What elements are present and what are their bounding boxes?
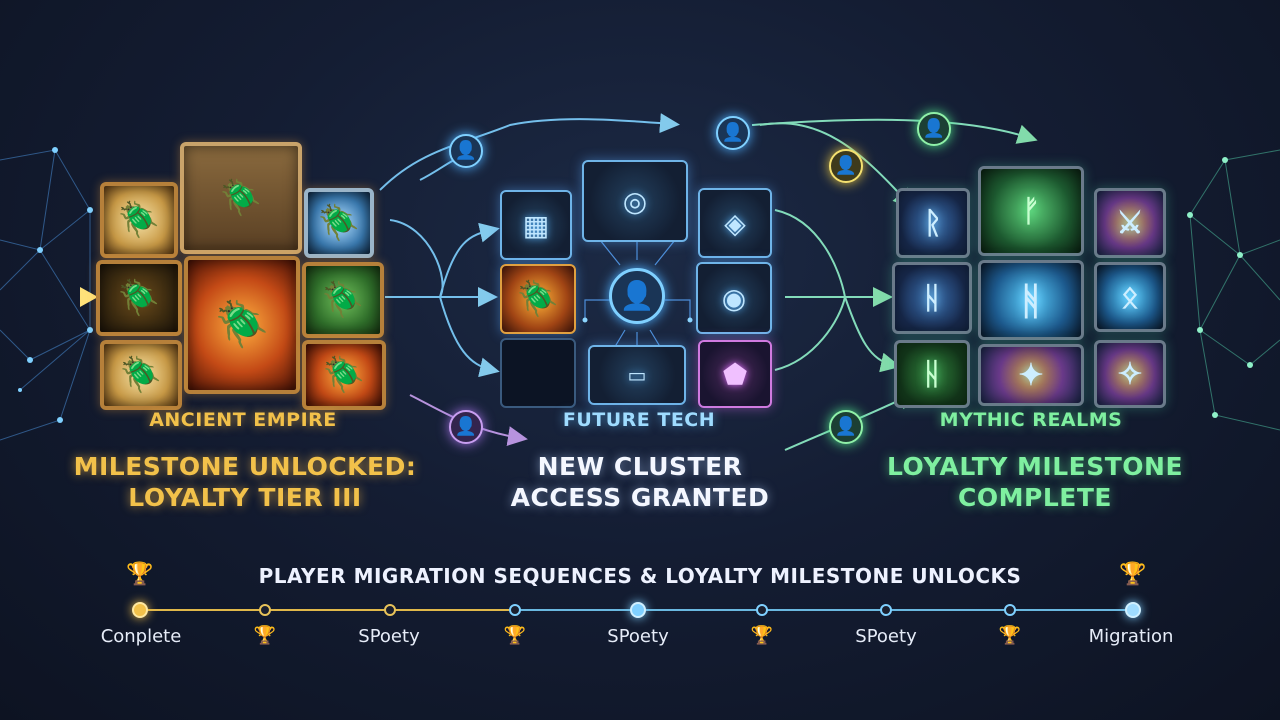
user-icon[interactable]: 👤 bbox=[829, 149, 863, 183]
rune-tile-center[interactable]: ᚻ bbox=[978, 260, 1084, 340]
user-icon[interactable]: 👤 bbox=[609, 268, 665, 324]
tech-tile-shield[interactable]: ⬟ bbox=[698, 340, 772, 408]
tech-tile-robot[interactable]: ▦ bbox=[500, 190, 572, 260]
scarab-icon: 🪲 bbox=[516, 279, 560, 319]
panel-icon: ▭ bbox=[627, 363, 647, 387]
scarab-icon: 🪲 bbox=[117, 278, 161, 318]
temple-tile[interactable]: 🪲 bbox=[180, 142, 302, 254]
rune-tile-forest[interactable]: ᚠ bbox=[978, 166, 1084, 256]
scarab-icon: 🪲 bbox=[317, 203, 361, 243]
timeline-title: PLAYER MIGRATION SEQUENCES & LOYALTY MIL… bbox=[258, 564, 1022, 588]
user-icon[interactable]: 👤 bbox=[829, 410, 863, 444]
user-icon[interactable]: 👤 bbox=[449, 134, 483, 168]
trophy-icon: 🏆 bbox=[503, 625, 527, 646]
rune-icon: ᚠ bbox=[1022, 193, 1040, 229]
rune-icon: ᚱ bbox=[924, 205, 942, 241]
milestone-line: ACCESS GRANTED bbox=[510, 482, 770, 512]
timeline-node[interactable] bbox=[630, 602, 646, 618]
robot-icon: ▦ bbox=[522, 208, 550, 242]
timeline-label: Migration bbox=[1088, 626, 1174, 647]
scarab-tile-gold-2[interactable]: 🪲 bbox=[100, 340, 182, 410]
scarab-icon: 🪲 bbox=[214, 299, 270, 350]
scarab-icon: 🪲 bbox=[117, 200, 161, 240]
scarab-icon: 🪲 bbox=[322, 355, 366, 395]
milestone-mythic: LOYALTY MILESTONE COMPLETE bbox=[830, 452, 1240, 513]
timeline-node[interactable] bbox=[132, 602, 148, 618]
golem-icon: ✧ bbox=[1117, 356, 1143, 392]
scarab-tile-green[interactable]: 🪲 bbox=[302, 262, 384, 338]
trophy-icon: 🏆 bbox=[1119, 562, 1147, 587]
left-network-nodes bbox=[18, 147, 93, 423]
timeline-node[interactable] bbox=[756, 604, 768, 616]
milestone-line: LOYALTY MILESTONE bbox=[886, 452, 1184, 481]
scarab-icon: 🪲 bbox=[321, 280, 365, 320]
creature-tile[interactable]: ✦ bbox=[978, 344, 1084, 406]
tech-tile-scarab[interactable]: 🪲 bbox=[500, 264, 576, 334]
rune-icon: ᚺ bbox=[923, 356, 941, 392]
tech-tile-console[interactable]: ◎ bbox=[582, 160, 688, 242]
scarab-icon: 🪲 bbox=[219, 178, 263, 218]
trophy-icon: 🏆 bbox=[126, 562, 154, 587]
timeline-label: SPoety bbox=[358, 626, 420, 647]
milestone-line: NEW CLUSTER bbox=[537, 452, 743, 481]
milestone-line: LOYALTY TIER III bbox=[128, 482, 362, 512]
cluster-title-ancient: ANCIENT EMPIRE bbox=[149, 409, 337, 431]
user-icon[interactable]: 👤 bbox=[716, 116, 750, 150]
screen-icon: ◈ bbox=[724, 206, 746, 240]
timeline-node[interactable] bbox=[509, 604, 521, 616]
timeline-label: SPoety bbox=[607, 626, 669, 647]
milestone-ancient: MILESTONE UNLOCKED: LOYALTY TIER III bbox=[40, 452, 450, 513]
scarab-tile-fire[interactable]: 🪲 bbox=[302, 340, 386, 410]
user-icon[interactable]: 👤 bbox=[449, 410, 483, 444]
scarab-tile-dark[interactable]: 🪲 bbox=[96, 260, 182, 336]
scarab-tile-blue[interactable]: 🪲 bbox=[304, 188, 374, 258]
tech-tile-empty[interactable] bbox=[500, 338, 576, 408]
right-network bbox=[1189, 149, 1280, 431]
creature-icon: ✦ bbox=[1018, 357, 1044, 393]
scarab-tile-gold[interactable]: 🪲 bbox=[100, 182, 178, 258]
scarab-icon: 🪲 bbox=[119, 355, 163, 395]
tech-tile-screen[interactable]: ◈ bbox=[698, 188, 772, 258]
rune-tile-3[interactable]: ᛟ bbox=[1094, 262, 1166, 332]
milestone-line: COMPLETE bbox=[958, 482, 1112, 512]
rune-tile-2[interactable]: ᚺ bbox=[892, 262, 972, 334]
scarab-tile-center[interactable]: 🪲 bbox=[184, 256, 300, 394]
user-icon[interactable]: 👤 bbox=[917, 112, 951, 146]
trophy-icon: 🏆 bbox=[998, 625, 1022, 646]
rune-icon: ᚺ bbox=[923, 280, 941, 316]
trophy-icon: 🏆 bbox=[253, 625, 277, 646]
trophy-icon: 🏆 bbox=[750, 625, 774, 646]
tech-tile-panel[interactable]: ▭ bbox=[588, 345, 686, 405]
timeline-label: Conplete bbox=[100, 626, 182, 647]
right-network-nodes bbox=[1187, 157, 1253, 418]
cluster-title-tech: FUTURE TECH bbox=[562, 409, 716, 431]
rune-icon: ᛟ bbox=[1121, 279, 1139, 315]
timeline-node[interactable] bbox=[1125, 602, 1141, 618]
tech-tile-monitor[interactable]: ◉ bbox=[696, 262, 772, 334]
golem-tile[interactable]: ✧ bbox=[1094, 340, 1166, 408]
warrior-tile[interactable]: ⚔ bbox=[1094, 188, 1166, 258]
cluster-title-mythic: MYTHIC REALMS bbox=[939, 409, 1123, 431]
shield-icon: ⬟ bbox=[722, 357, 748, 391]
timeline-node[interactable] bbox=[259, 604, 271, 616]
warrior-icon: ⚔ bbox=[1116, 205, 1144, 241]
milestone-tech: NEW CLUSTER ACCESS GRANTED bbox=[435, 452, 845, 513]
rune-tile-4[interactable]: ᚺ bbox=[894, 340, 970, 408]
timeline-node[interactable] bbox=[1004, 604, 1016, 616]
timeline-label: SPoety bbox=[855, 626, 917, 647]
timeline-node[interactable] bbox=[384, 604, 396, 616]
rune-icon: ᚻ bbox=[1019, 277, 1043, 323]
target-icon: ◎ bbox=[622, 184, 648, 218]
rune-tile-1[interactable]: ᚱ bbox=[896, 188, 970, 258]
timeline-node[interactable] bbox=[880, 604, 892, 616]
monitor-icon: ◉ bbox=[721, 281, 747, 315]
milestone-line: MILESTONE UNLOCKED: bbox=[73, 452, 417, 481]
